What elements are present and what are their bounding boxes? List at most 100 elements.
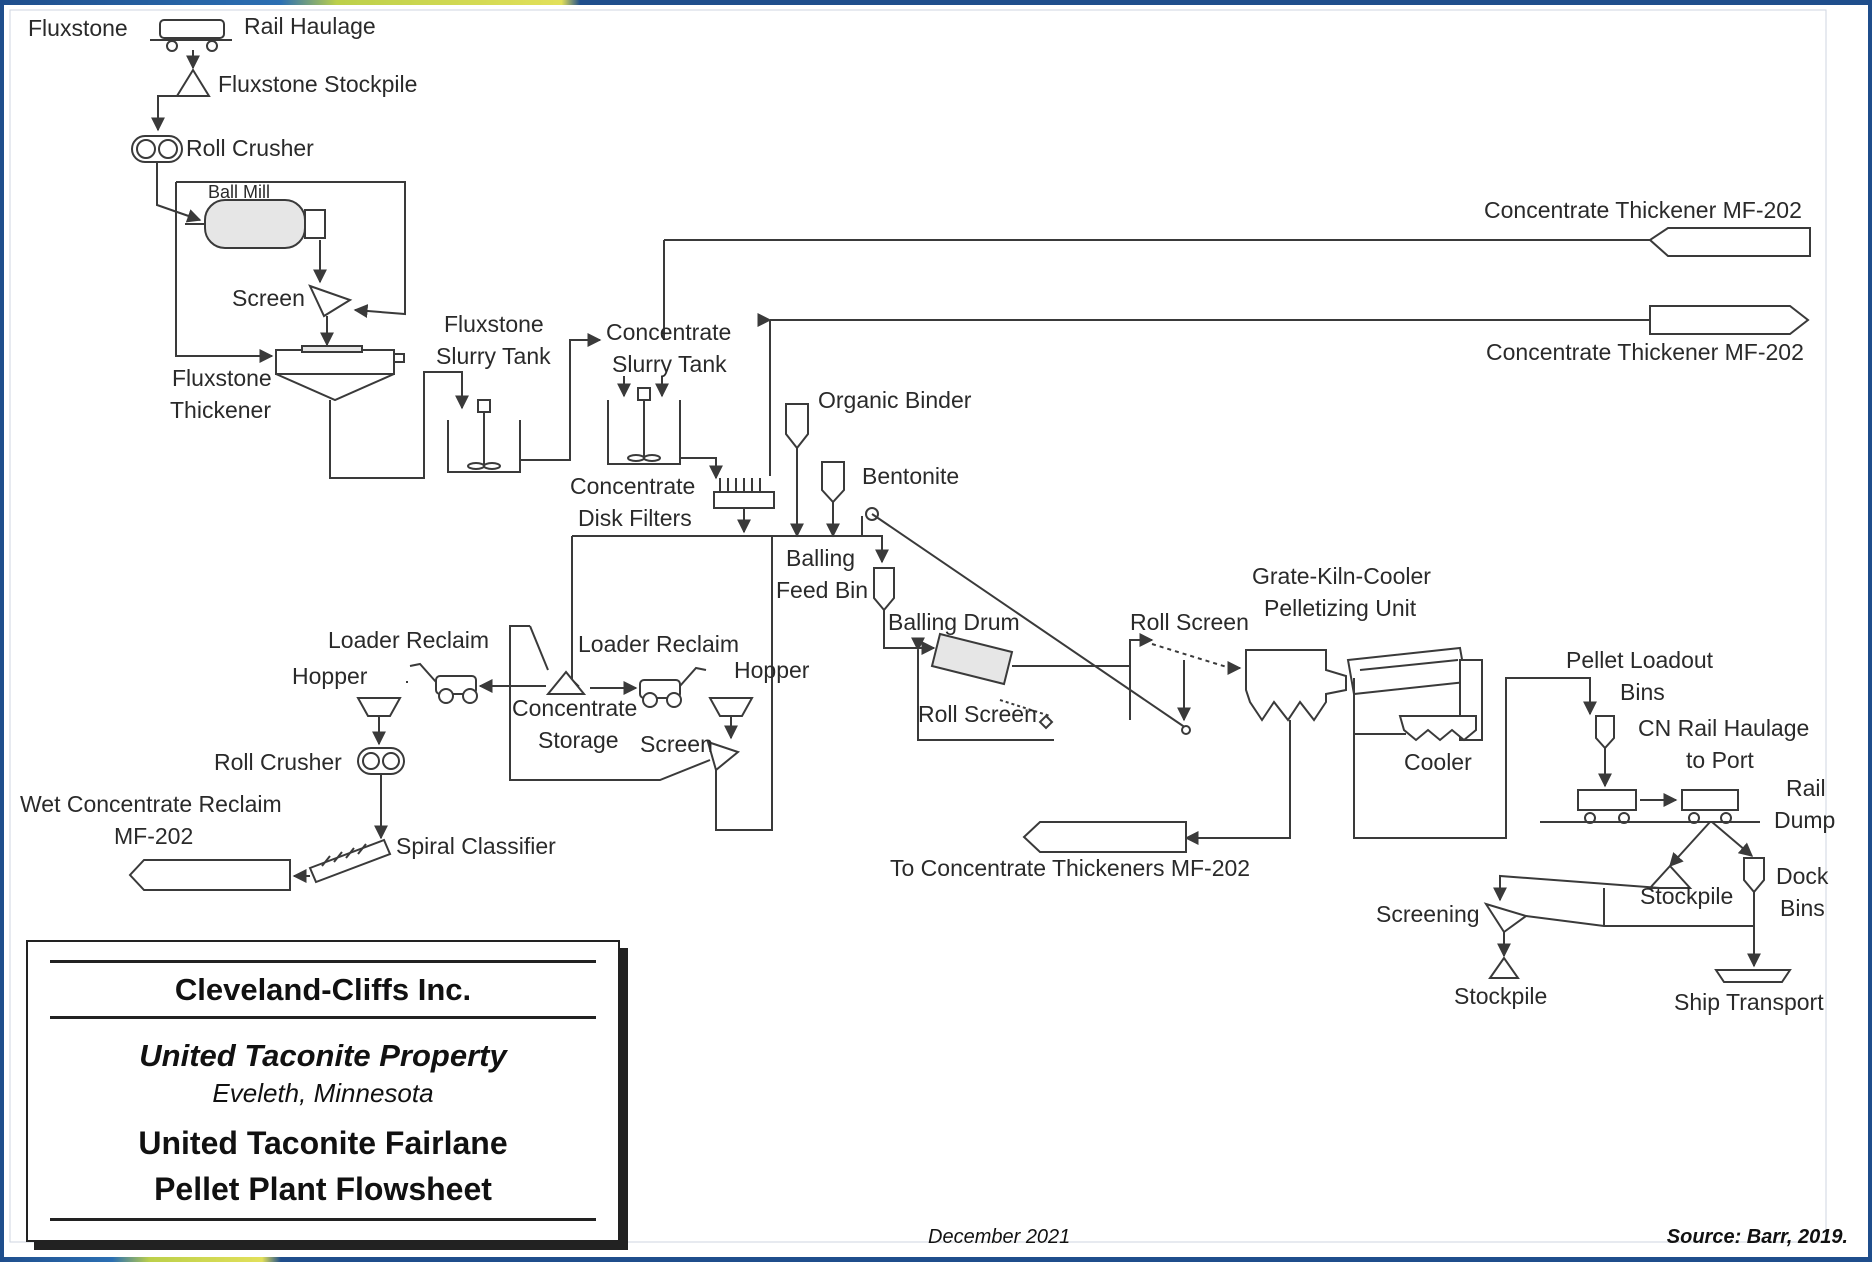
label-roll-screen-drum: Roll Screen — [918, 701, 1037, 727]
label-dock-bins-2: Bins — [1780, 895, 1825, 921]
bottom-color-bar — [0, 1257, 1872, 1262]
label-cn-rail-1: CN Rail Haulage — [1638, 715, 1809, 741]
concentrate-storage-pile-icon — [545, 670, 587, 695]
label-ship-transport: Ship Transport — [1674, 989, 1824, 1015]
label-fluxstone-slurry-2: Slurry Tank — [436, 343, 551, 369]
roll-screen-kiln-icon — [1151, 643, 1231, 669]
hopper-left-icon — [356, 697, 402, 717]
wet-concentrate-reclaim-tank — [128, 859, 291, 891]
bentonite-bin-icon — [821, 461, 845, 504]
rail-dump-car-icon — [1681, 789, 1739, 824]
fluxstone-thickener-icon — [275, 345, 405, 402]
balling-drum-icon — [930, 632, 1054, 730]
label-concentrate-slurry-1: Concentrate — [606, 319, 731, 345]
inner-frame — [9, 9, 1827, 1243]
property-location: Eveleth, Minnesota — [212, 1078, 434, 1108]
label-screen-low: Screen — [640, 731, 713, 757]
screen-low-icon — [706, 740, 741, 772]
hopper-right-icon — [708, 697, 754, 717]
label-rail-dump-1: Rail — [1786, 775, 1826, 801]
concentrate-thickener-upper-tank — [664, 227, 1811, 257]
label-cn-rail-2: to Port — [1686, 747, 1754, 773]
label-concentrate-storage-1: Concentrate — [512, 695, 637, 721]
concentrate-slurry-tank-icon — [607, 376, 681, 465]
figure-title: United Taconite Fairlane Pellet Plant Fl… — [28, 1120, 618, 1212]
label-roll-screen-kiln: Roll Screen — [1130, 609, 1249, 635]
label-grate-kiln-2: Pelletizing Unit — [1264, 595, 1417, 621]
label-hopper-right: Hopper — [734, 657, 810, 683]
title-rule-mid — [50, 1016, 596, 1019]
roll-crusher-top-icon — [131, 135, 183, 163]
label-screening: Screening — [1376, 901, 1480, 927]
label-fluxstone-stockpile: Fluxstone Stockpile — [218, 71, 417, 97]
screen-top-icon — [308, 284, 353, 318]
label-to-thickeners: To Concentrate Thickeners MF-202 — [890, 855, 1250, 881]
organic-binder-bin-icon — [785, 403, 809, 450]
title-rule-bottom — [50, 1218, 596, 1221]
concentrate-thickener-lower-tank — [1649, 305, 1810, 335]
loader-right-icon — [639, 666, 707, 708]
title-rule-top — [50, 960, 596, 963]
label-screen-top: Screen — [232, 285, 305, 311]
label-loader-reclaim-left: Loader Reclaim — [328, 627, 489, 653]
property-name: United Taconite Property — [139, 1038, 507, 1073]
top-color-bar — [0, 0, 1872, 5]
title-block: Cleveland-Cliffs Inc. United Taconite Pr… — [26, 940, 620, 1242]
label-pellet-loadout-2: Bins — [1620, 679, 1665, 705]
label-wet-reclaim-2: MF-202 — [114, 823, 193, 849]
label-organic-binder: Organic Binder — [818, 387, 972, 413]
label-fluxstone-thickener-2: Thickener — [170, 397, 271, 423]
label-loader-reclaim-right: Loader Reclaim — [578, 631, 739, 657]
stockpile-mid-icon — [1647, 864, 1693, 889]
label-hopper-left: Hopper — [292, 663, 368, 689]
label-pellet-loadout-1: Pellet Loadout — [1566, 647, 1714, 673]
dock-bins-icon — [1743, 857, 1765, 894]
label-balling-feed-1: Balling — [786, 545, 855, 571]
label-fluxstone: Fluxstone — [28, 15, 128, 41]
label-spiral-classifier: Spiral Classifier — [396, 833, 556, 859]
to-thickeners-tank — [1022, 821, 1187, 853]
label-fluxstone-thickener-1: Fluxstone — [172, 365, 272, 391]
balling-feed-bin-icon — [873, 567, 895, 612]
label-rail-haulage: Rail Haulage — [244, 13, 376, 39]
ball-mill-icon — [185, 199, 326, 249]
right-border — [1868, 0, 1872, 1262]
label-roll-crusher-low: Roll Crusher — [214, 749, 342, 775]
company-name: Cleveland-Cliffs Inc. — [174, 972, 472, 1007]
label-stockpile-low: Stockpile — [1454, 983, 1547, 1009]
label-disk-filters-2: Disk Filters — [578, 505, 692, 531]
label-balling-feed-2: Feed Bin — [776, 577, 868, 603]
label-cooler: Cooler — [1404, 749, 1472, 775]
label-rail-dump-2: Dump — [1774, 807, 1835, 833]
label-balling-drum: Balling Drum — [888, 609, 1020, 635]
recycle-conveyor — [871, 513, 1187, 729]
grate-kiln-cooler-icon — [1245, 646, 1483, 742]
figure-title-line-2: Pellet Plant Flowsheet — [154, 1171, 492, 1207]
figure-date: December 2021 — [928, 1226, 1071, 1248]
roll-crusher-low-icon — [357, 747, 405, 775]
figure-title-line-1: United Taconite Fairlane — [138, 1125, 508, 1161]
stockpile-low-icon — [1488, 956, 1520, 979]
label-roll-crusher-top: Roll Crusher — [186, 135, 314, 161]
label-concentrate-thickener-upper: Concentrate Thickener MF-202 — [1484, 197, 1802, 223]
pellet-loadout-bin-icon — [1595, 715, 1615, 750]
left-border — [0, 0, 4, 1262]
label-dock-bins-1: Dock — [1776, 863, 1829, 889]
label-concentrate-thickener-lower: Concentrate Thickener MF-202 — [1486, 339, 1804, 365]
label-grate-kiln-1: Grate-Kiln-Cooler — [1252, 563, 1431, 589]
loader-left-icon — [409, 662, 478, 704]
fluxstone-slurry-tank-icon — [447, 399, 521, 473]
label-bentonite: Bentonite — [862, 463, 959, 489]
label-disk-filters-1: Concentrate — [570, 473, 695, 499]
figure-source: Source: Barr, 2019. — [1666, 1226, 1848, 1248]
spiral-classifier-icon — [308, 838, 392, 884]
label-concentrate-slurry-2: Slurry Tank — [612, 351, 727, 377]
label-fluxstone-slurry-1: Fluxstone — [444, 311, 544, 337]
label-stockpile-mid: Stockpile — [1640, 883, 1733, 909]
label-concentrate-storage-2: Storage — [538, 727, 619, 753]
label-ball-mill: Ball Mill — [208, 182, 270, 202]
disk-filters-icon — [713, 478, 775, 509]
rail-car-loadout-icon — [1577, 789, 1637, 824]
